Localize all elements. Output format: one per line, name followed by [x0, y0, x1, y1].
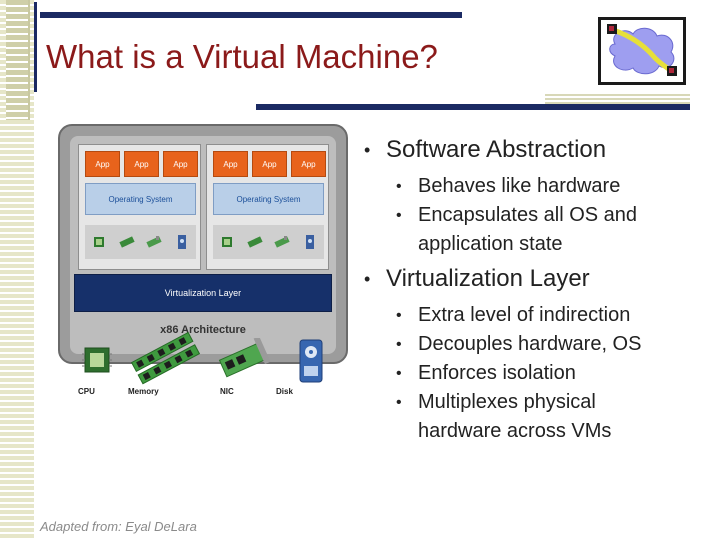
nic-card-icon [218, 338, 271, 378]
disk-drive-icon [299, 339, 323, 383]
virtual-hardware-row [213, 225, 324, 259]
left-edge-rule [34, 2, 37, 92]
left-stripe-block [6, 0, 30, 120]
cloud-network-icon [607, 24, 677, 76]
sub-bullet: Enforces isolation [360, 359, 710, 388]
credit-note: Adapted from: Eyal DeLara [40, 519, 197, 534]
disk-icon [306, 235, 315, 249]
sub-bullet: Behaves like hardware [360, 172, 710, 201]
bullet-software-abstraction: Software Abstraction [360, 134, 710, 166]
device-label-memory: Memory [128, 387, 159, 396]
sub-bullet-continuation: application state [418, 233, 563, 255]
nic-icon [274, 236, 290, 248]
vm-architecture-diagram: App App App Operating System App App App… [58, 124, 348, 408]
app-box: App [252, 151, 287, 177]
top-rule [40, 12, 462, 18]
x86-architecture-label: x86 Architecture [160, 324, 246, 336]
app-box: App [213, 151, 248, 177]
mid-rule [256, 104, 690, 110]
sub-bullet: Encapsulates all OS and [360, 201, 710, 230]
memory-icon [119, 236, 135, 248]
bullet-list: Software Abstraction Behaves like hardwa… [360, 134, 710, 446]
virtual-hardware-row [85, 225, 196, 259]
memory-icon [247, 236, 263, 248]
operating-system-box: Operating System [85, 183, 196, 215]
cpu-icon [93, 237, 104, 247]
virtualization-layer-box: Virtualization Layer [74, 274, 332, 312]
slide-title: What is a Virtual Machine? [46, 38, 438, 75]
cpu-icon [221, 237, 232, 247]
virtual-machine-1: App App App Operating System [78, 144, 201, 270]
sub-bullet: Multiplexes physical [360, 388, 710, 417]
cpu-chip-icon [82, 347, 112, 373]
device-label-cpu: CPU [78, 387, 95, 396]
mid-rule-stripes [545, 94, 690, 104]
sub-bullet: Extra level of indirection [360, 301, 710, 330]
virtual-machine-2: App App App Operating System [206, 144, 329, 270]
cloud-network-logo [598, 17, 686, 85]
operating-system-box: Operating System [213, 183, 324, 215]
device-label-nic: NIC [220, 387, 234, 396]
bullet-virtualization-layer: Virtualization Layer [360, 263, 710, 295]
sub-bullet: Decouples hardware, OS [360, 330, 710, 359]
sub-bullet-continuation: hardware across VMs [418, 420, 612, 442]
app-box: App [85, 151, 120, 177]
memory-modules-icon [130, 332, 201, 385]
disk-icon [178, 235, 187, 249]
nic-icon [146, 236, 162, 248]
device-label-disk: Disk [276, 387, 293, 396]
app-box: App [291, 151, 326, 177]
app-box: App [124, 151, 159, 177]
app-box: App [163, 151, 198, 177]
